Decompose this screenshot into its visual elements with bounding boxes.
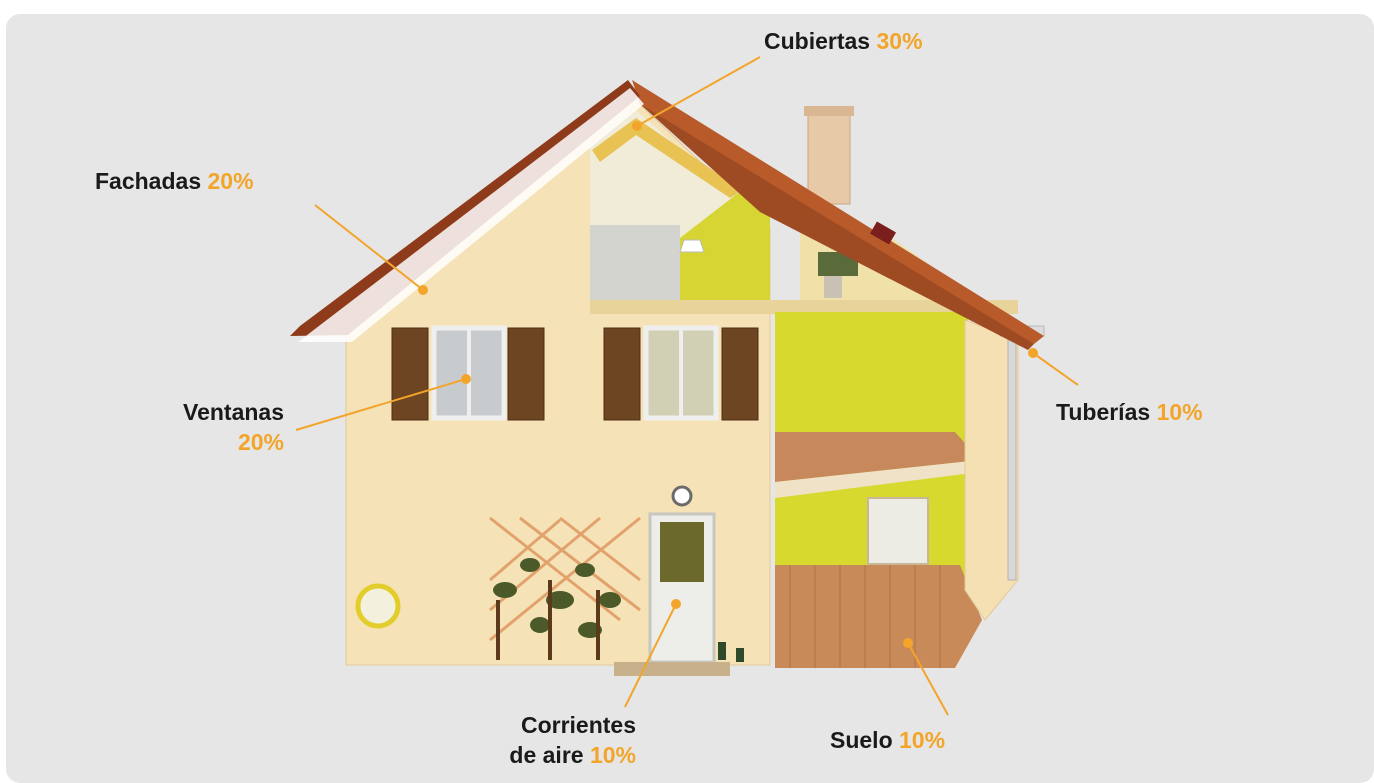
lamp-shade — [824, 276, 842, 298]
label-cubiertas-pct: 30% — [876, 28, 923, 54]
dot-fachadas — [418, 285, 428, 295]
label-tuberias: Tuberías 10% — [1056, 397, 1203, 427]
balcony-edge — [775, 460, 980, 498]
balcony-deck — [775, 432, 980, 482]
dot-corrientes — [671, 599, 681, 609]
label-tuberias-name: Tuberías — [1056, 399, 1151, 425]
label-fachadas: Fachadas 20% — [95, 166, 254, 196]
left-eave — [290, 80, 640, 336]
roof-shading — [640, 104, 1034, 350]
attic-floor — [590, 300, 1018, 314]
label-corrientes-line2: de aire — [509, 742, 584, 768]
dot-ventanas — [461, 374, 471, 384]
roof-tiles — [632, 80, 1044, 344]
dot-cubiertas — [632, 121, 642, 131]
shutter-right-2 — [721, 327, 759, 421]
house-illustration — [290, 56, 1079, 716]
attic-lamp — [679, 239, 705, 253]
label-corrientes: Corrientes de aire 10% — [470, 710, 636, 770]
leader-tuberias — [1032, 352, 1079, 386]
label-ventanas-name: Ventanas — [183, 399, 284, 425]
attic-insulation — [592, 118, 742, 198]
trellis — [489, 516, 641, 642]
label-ventanas-pct: 20% — [237, 429, 284, 455]
label-fachadas-pct: 20% — [207, 168, 254, 194]
label-suelo-name: Suelo — [830, 727, 893, 753]
downpipe — [1007, 339, 1017, 581]
leader-corrientes — [624, 603, 677, 708]
label-cubiertas: Cubiertas 30% — [764, 26, 923, 56]
attic-yellow-wall — [680, 190, 770, 305]
chimney — [807, 111, 851, 205]
ground-floor-deck — [775, 565, 982, 668]
shutter-left-2 — [603, 327, 641, 421]
shutter-left-1 — [391, 327, 429, 421]
door-glass — [660, 522, 704, 582]
leader-ventanas — [295, 378, 467, 431]
label-suelo-pct: 10% — [899, 727, 946, 753]
dot-tuberias — [1028, 348, 1038, 358]
left-fascia — [298, 88, 644, 342]
leader-suelo — [907, 642, 949, 716]
diagram-panel — [6, 14, 1374, 783]
label-ventanas: Ventanas 20% — [146, 397, 284, 457]
label-fachadas-name: Fachadas — [95, 168, 202, 194]
leader-cubiertas — [636, 56, 761, 127]
roof-vent — [869, 221, 897, 245]
doormat — [614, 662, 730, 676]
porch-light — [671, 485, 693, 507]
label-corrientes-pct: 10% — [589, 742, 636, 768]
attic-grey-wall — [590, 225, 680, 305]
label-corrientes-line1: Corrientes — [520, 712, 636, 738]
label-suelo: Suelo 10% — [830, 725, 945, 755]
shutter-right-1 — [507, 327, 545, 421]
label-cubiertas-name: Cubiertas — [764, 28, 871, 54]
patio-door — [867, 497, 929, 565]
label-tuberias-pct: 10% — [1156, 399, 1203, 425]
leader-fachadas — [314, 204, 424, 291]
chimney-cap — [804, 106, 854, 116]
dot-suelo — [903, 638, 913, 648]
hose-reel — [355, 583, 401, 629]
